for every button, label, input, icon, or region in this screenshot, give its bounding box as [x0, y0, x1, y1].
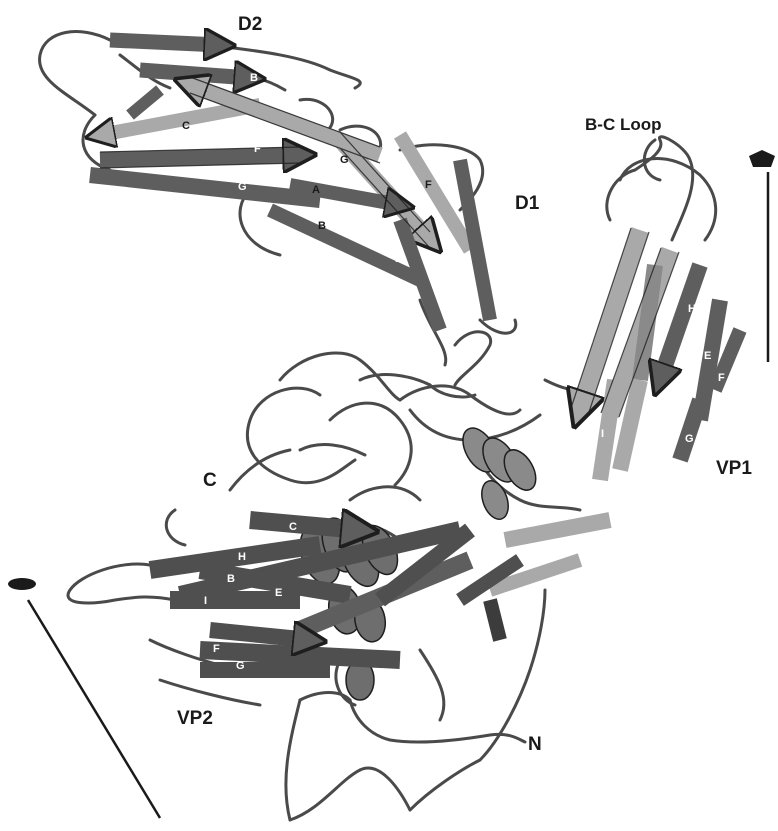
label-bc-loop: B-C Loop	[585, 115, 661, 134]
strand-label: C	[289, 521, 297, 533]
strand-label: G	[236, 660, 245, 672]
strand-label: A	[312, 184, 320, 196]
strand-label: F	[254, 143, 261, 155]
strand-label: G	[340, 154, 349, 166]
label-d1: D1	[515, 193, 540, 214]
strand-label: D	[395, 253, 403, 265]
strand-label: B	[250, 72, 258, 84]
strand-label: C	[182, 120, 190, 132]
strand-label: E	[275, 587, 282, 599]
strand-label: I	[204, 595, 207, 607]
strand-label: D	[641, 417, 649, 429]
strand-label: E	[704, 350, 711, 362]
twofold-axis-symbol	[8, 578, 160, 818]
strand-label: D	[408, 619, 416, 631]
strand-label: C	[585, 335, 593, 347]
strand-label: B	[318, 220, 326, 232]
strand-label: F	[718, 372, 725, 384]
strand-label: G	[238, 181, 247, 193]
label-vp2: VP2	[177, 708, 213, 729]
strand-label: B	[592, 298, 600, 310]
strand-label: I	[601, 428, 604, 440]
strand-label: F	[425, 179, 432, 191]
strand-label: B	[227, 573, 235, 585]
label-c-terminus: C	[203, 470, 217, 491]
label-vp1: VP1	[716, 458, 752, 479]
strand-label: H	[238, 551, 246, 563]
strand-label: G	[685, 433, 694, 445]
strand-label: F	[213, 643, 220, 655]
label-n-terminus: N	[528, 734, 542, 755]
fivefold-axis-symbol	[749, 150, 775, 362]
strand-label: H	[688, 303, 696, 315]
beta-strands-vp1	[490, 230, 740, 590]
label-d2: D2	[238, 14, 262, 35]
